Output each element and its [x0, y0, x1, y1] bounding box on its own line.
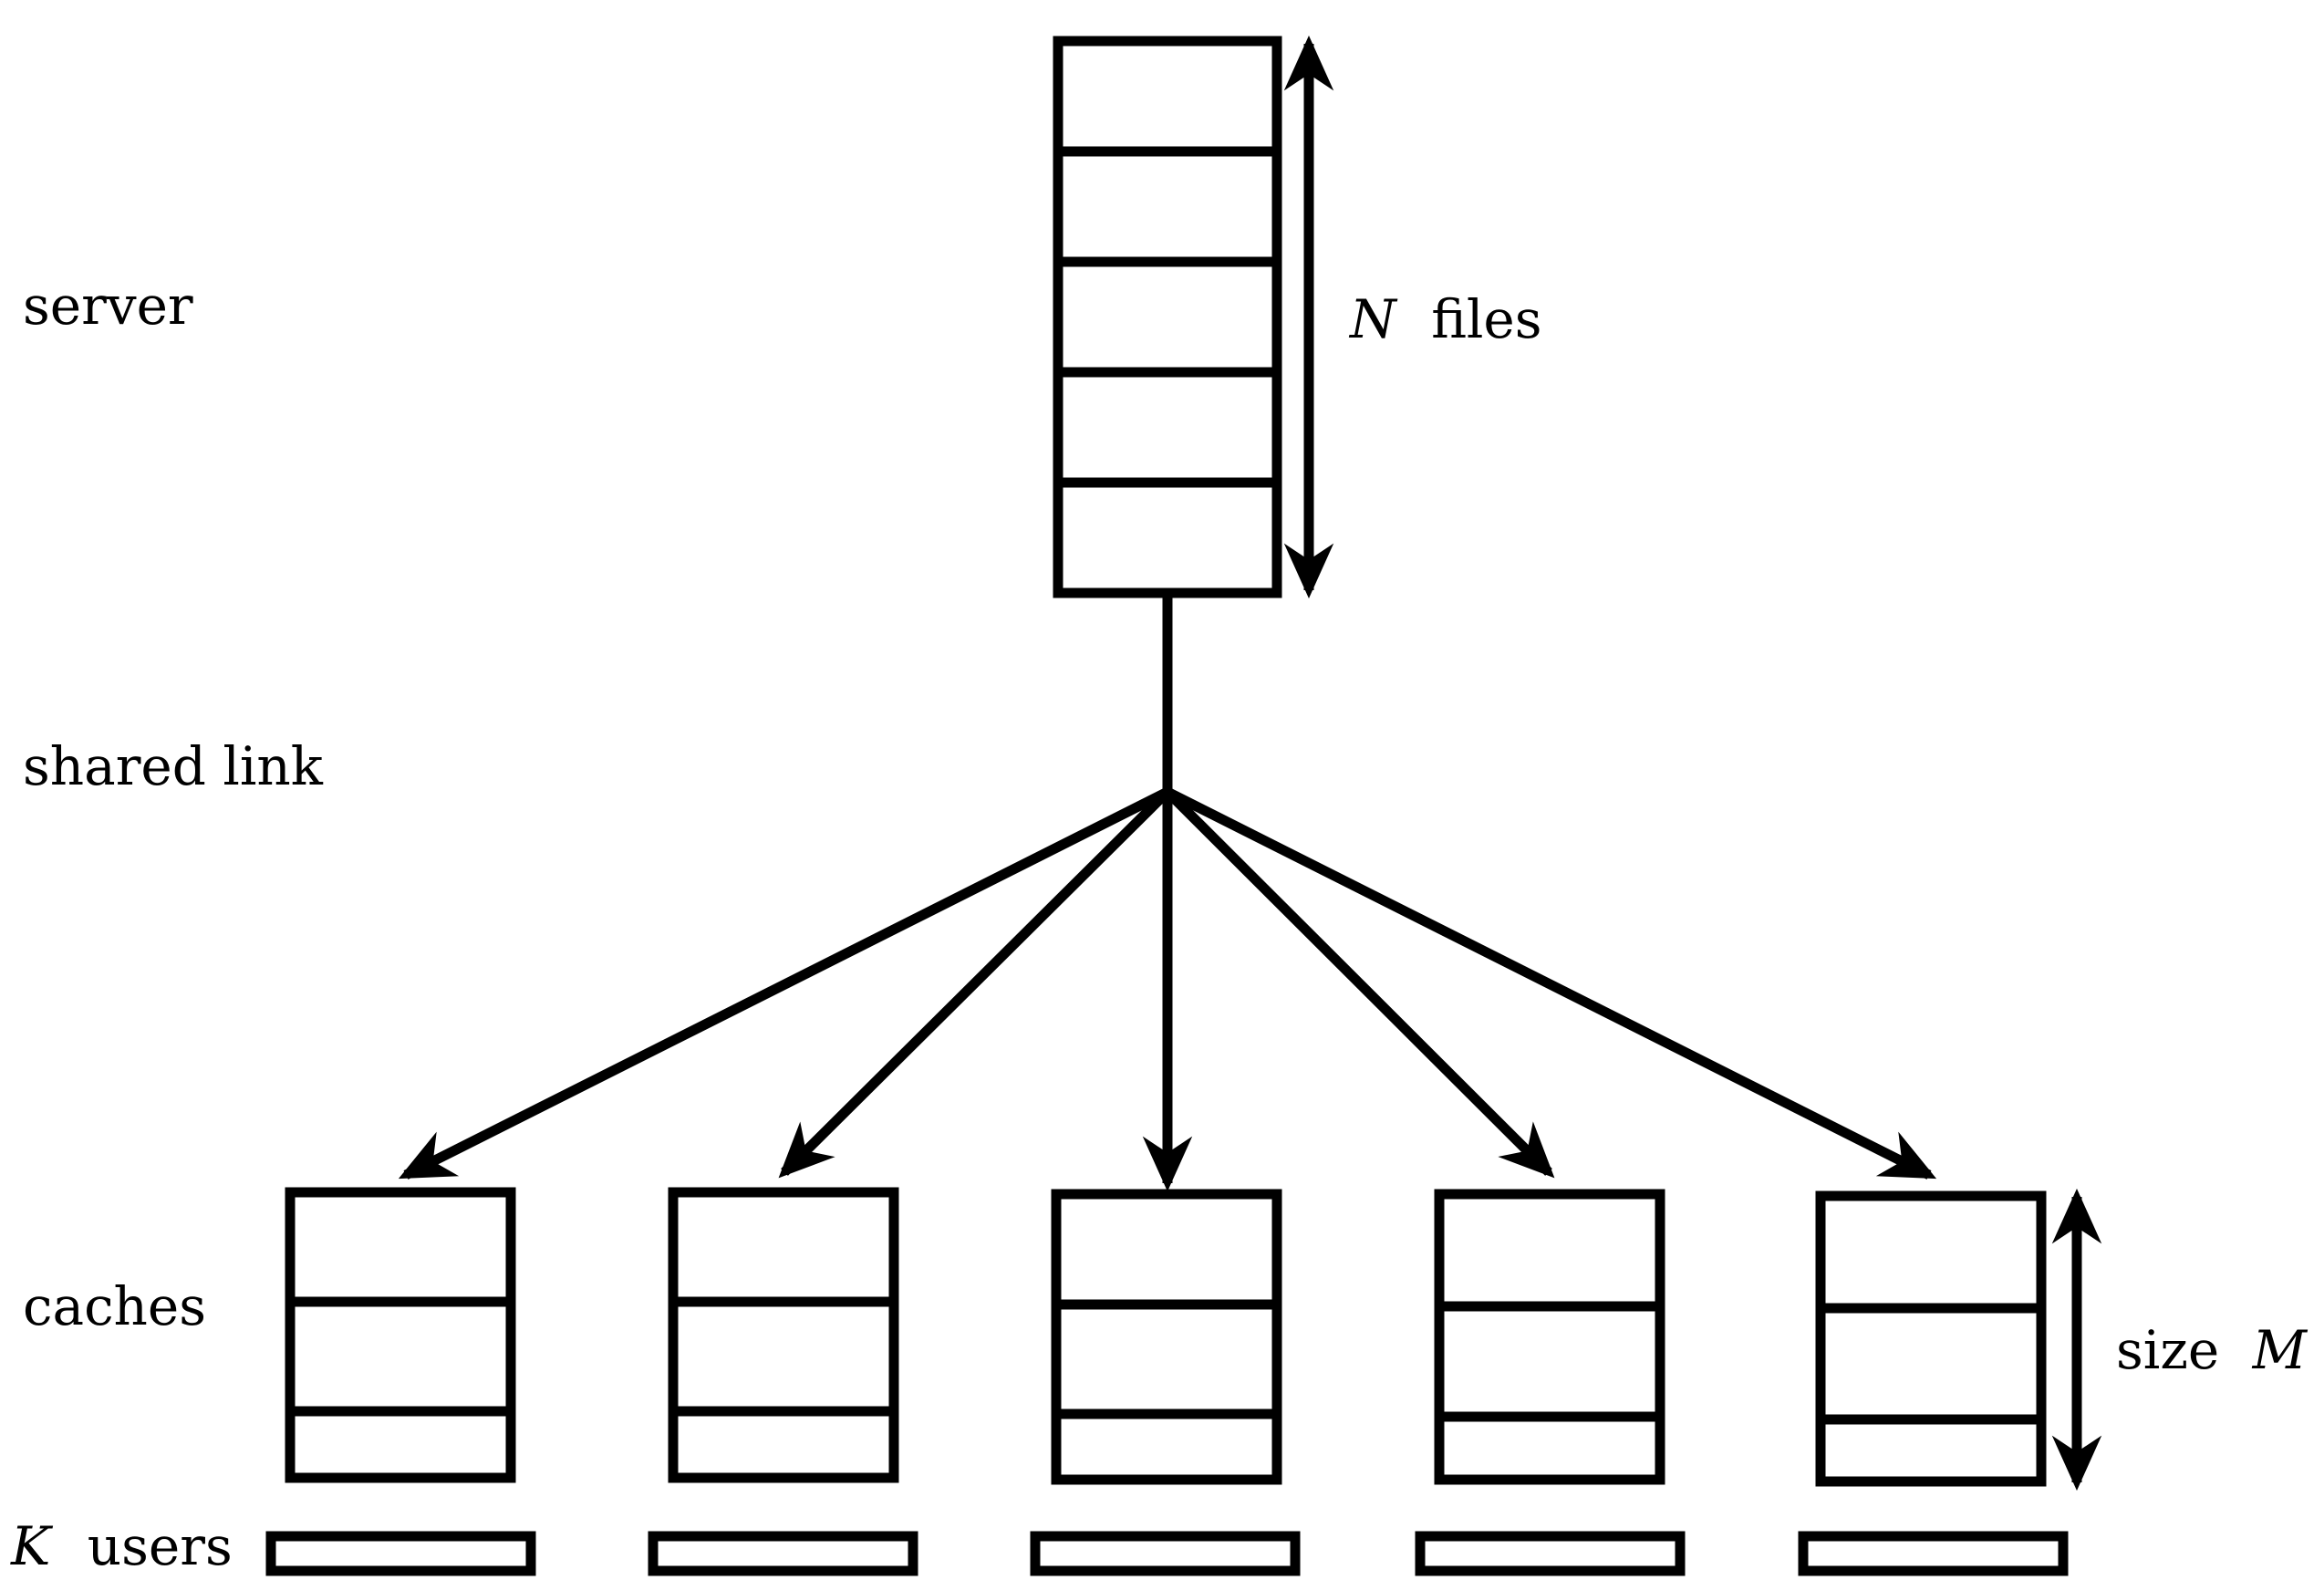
cache-3: [1051, 1189, 1282, 1485]
broadcast-arrow: [1165, 787, 1937, 1180]
user-terminal: [265, 1531, 536, 1576]
users-variable: K: [10, 1515, 54, 1577]
cache-1: [285, 1187, 516, 1483]
user-terminal: [1030, 1531, 1301, 1576]
cache-box: [1434, 1189, 1665, 1485]
server-label: server: [23, 275, 193, 337]
broadcast-arrow: [1164, 788, 1555, 1179]
files-label: N files: [1348, 288, 1542, 350]
files-word: files: [1431, 288, 1541, 350]
cache-box: [1815, 1190, 2047, 1487]
cache-5: [1815, 1190, 2047, 1487]
cache-box: [285, 1187, 516, 1483]
caches-label: caches: [23, 1275, 206, 1337]
user-terminal: [1415, 1531, 1686, 1576]
cache-box: [1051, 1189, 1282, 1485]
cache-4: [1434, 1189, 1665, 1485]
files-variable: N: [1348, 288, 1398, 350]
cache-box: [668, 1187, 899, 1483]
broadcast-arrow: [398, 787, 1170, 1180]
server-library: [1053, 36, 1282, 598]
broadcast-arrows: [398, 787, 1937, 1192]
cache-size-label: size M: [2116, 1319, 2308, 1381]
users-row: [265, 1531, 2069, 1576]
shared-link-label: shared link: [23, 735, 324, 797]
user-terminal: [1798, 1531, 2069, 1576]
size-word: size: [2116, 1319, 2219, 1381]
users-word: users: [88, 1515, 233, 1577]
broadcast-arrow: [778, 788, 1171, 1179]
server-box: [1053, 36, 1282, 598]
cache-2: [668, 1187, 899, 1483]
user-terminal: [648, 1531, 918, 1576]
size-variable: M: [2252, 1319, 2308, 1381]
users-label: K users: [10, 1515, 233, 1577]
